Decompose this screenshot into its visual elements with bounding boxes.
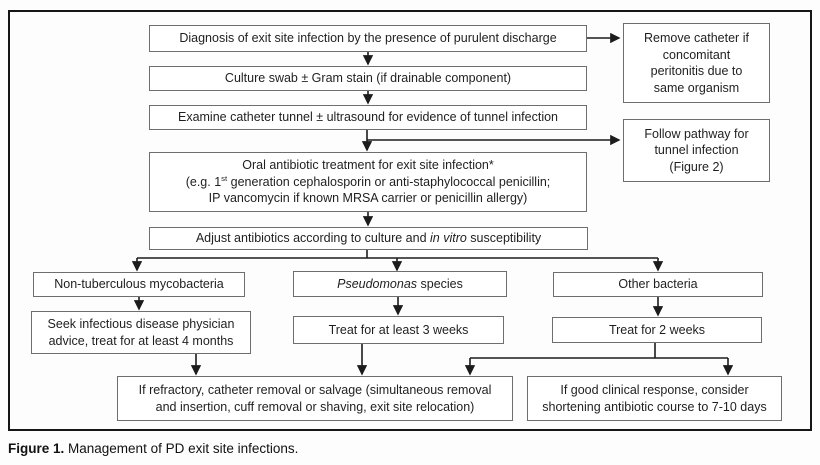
node-nontuberculous-mycobacteria: Non-tuberculous mycobacteria — [33, 272, 245, 297]
node-culture-swab-label: Culture swab ± Gram stain (if drainable … — [224, 71, 512, 86]
node-other-bacteria: Other bacteria — [553, 272, 763, 297]
node-seek-id-physician: Seek infectious disease physician advice… — [31, 311, 251, 354]
node-pseudomonas-species-label: Pseudomonas species — [337, 276, 463, 291]
node-treat-3-weeks: Treat for at least 3 weeks — [293, 316, 504, 344]
node-remove-catheter: Remove catheter if concomitant peritonit… — [623, 23, 770, 103]
figure-caption-number: Figure 1. — [8, 441, 65, 456]
node-culture-swab: Culture swab ± Gram stain (if drainable … — [149, 66, 587, 91]
node-follow-pathway: Follow pathway for tunnel infection (Fig… — [623, 119, 770, 182]
node-treat-2-weeks: Treat for 2 weeks — [552, 317, 762, 343]
node-oral-antibiotic-line1: Oral antibiotic treatment for exit site … — [242, 158, 494, 173]
node-adjust-antibiotics-label: Adjust antibiotics according to culture … — [195, 231, 542, 246]
node-oral-antibiotic-line2: (e.g. 1st generation cephalosporin or an… — [185, 173, 551, 189]
node-refractory-removal: If refractory, catheter removal or salva… — [117, 376, 513, 421]
node-pseudomonas-species: Pseudomonas species — [293, 271, 507, 297]
node-oral-antibiotic-line3: IP vancomycin if known MRSA carrier or p… — [208, 191, 528, 206]
node-adjust-antibiotics: Adjust antibiotics according to culture … — [149, 227, 588, 250]
flowchart-outer-border — [8, 10, 812, 431]
node-good-response: If good clinical response, consider shor… — [527, 376, 782, 421]
node-diagnosis: Diagnosis of exit site infection by the … — [149, 25, 587, 52]
node-examine-tunnel-label: Examine catheter tunnel ± ultrasound for… — [177, 110, 558, 125]
superscript-st: st — [221, 173, 228, 183]
node-diagnosis-label: Diagnosis of exit site infection by the … — [179, 31, 557, 46]
node-examine-tunnel: Examine catheter tunnel ± ultrasound for… — [149, 105, 587, 130]
figure-caption-text: Management of PD exit site infections. — [64, 441, 299, 456]
figure-caption: Figure 1. Management of PD exit site inf… — [8, 441, 298, 456]
node-oral-antibiotic: Oral antibiotic treatment for exit site … — [149, 152, 587, 212]
